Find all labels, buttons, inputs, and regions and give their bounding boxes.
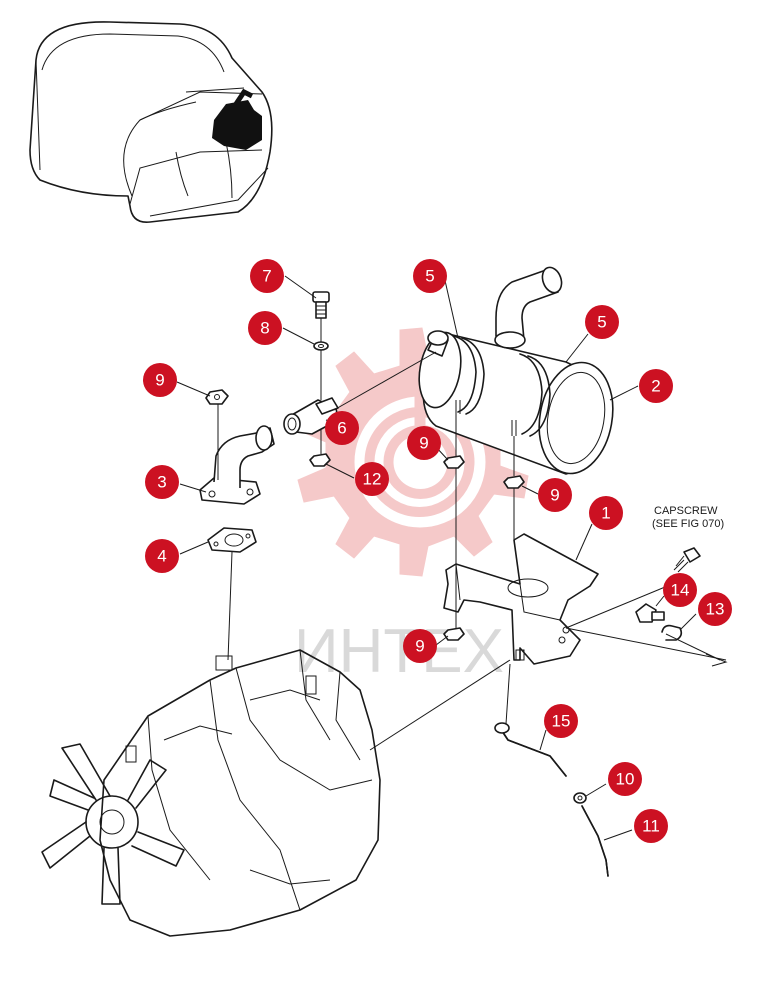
callout-label: 11 (642, 817, 660, 836)
callout-leaders (176, 275, 697, 841)
clip-part-13 (661, 624, 683, 641)
callout-5-left: 5 (413, 259, 447, 293)
callout-4: 4 (145, 539, 179, 573)
callout-3: 3 (145, 465, 179, 499)
nut-part-4 (443, 627, 465, 641)
drain-pipe-part-15 (494, 722, 567, 777)
fitting-part-10 (573, 792, 587, 804)
callout-12: 12 (355, 462, 389, 496)
callout-label: 6 (337, 419, 346, 438)
callout-label: 5 (425, 267, 434, 286)
callout-label: 9 (419, 434, 428, 453)
callout-label: 2 (651, 377, 660, 396)
callout-9-top: 9 (143, 363, 177, 397)
muffler-part (418, 266, 614, 475)
washer-part (313, 341, 329, 351)
watermark-text: ИНТЕХ (294, 617, 504, 686)
fitting-part-14 (635, 603, 665, 623)
note-line-1: CAPSCREW (654, 505, 718, 517)
callout-label: 8 (260, 319, 269, 338)
nut-part-1 (205, 389, 229, 405)
machine-overview-illustration (29, 21, 273, 223)
callout-label: 7 (262, 267, 271, 286)
callout-label: 15 (552, 712, 571, 731)
callout-11: 11 (634, 809, 668, 843)
callout-label: 1 (601, 504, 610, 523)
bolt-part (312, 291, 330, 319)
callout-label: 9 (415, 637, 424, 656)
callout-label: 9 (550, 486, 559, 505)
callout-9-bottom: 9 (403, 629, 437, 663)
callout-6: 6 (325, 411, 359, 445)
callout-10: 10 (608, 762, 642, 796)
callout-2: 2 (639, 369, 673, 403)
exhaust-elbow-part (199, 425, 275, 505)
gasket-part (207, 527, 257, 553)
callout-7: 7 (250, 259, 284, 293)
callout-5-right: 5 (585, 305, 619, 339)
callout-13: 13 (698, 592, 732, 626)
nut-part-12 (309, 453, 331, 467)
callout-8: 8 (248, 311, 282, 345)
capscrew-note: CAPSCREW (SEE FIG 070) (652, 505, 724, 530)
callout-label: 10 (616, 770, 635, 789)
nut-part-3 (503, 475, 525, 489)
nut-part-2 (443, 455, 465, 469)
callout-1: 1 (589, 496, 623, 530)
capscrew-part (673, 547, 701, 573)
engine-block-illustration (41, 649, 381, 937)
callout-14: 14 (663, 573, 697, 607)
callout-label: 5 (597, 313, 606, 332)
callout-label: 12 (363, 470, 382, 489)
callout-label: 9 (155, 371, 164, 390)
muffler-bracket-part (443, 533, 599, 665)
callout-label: 13 (706, 600, 725, 619)
assembly-lines (217, 318, 728, 751)
callout-9-mid: 9 (407, 426, 441, 460)
callout-15: 15 (544, 704, 578, 738)
callouts: 7 8 5 5 2 9 6 9 12 9 3 1 4 14 13 9 15 10… (143, 259, 732, 843)
note-line-2: (SEE FIG 070) (652, 518, 724, 530)
callout-9-right: 9 (538, 478, 572, 512)
callout-label: 4 (157, 547, 166, 566)
callout-label: 3 (157, 473, 166, 492)
drain-tube-part-11 (581, 805, 609, 877)
callout-label: 14 (671, 581, 690, 600)
